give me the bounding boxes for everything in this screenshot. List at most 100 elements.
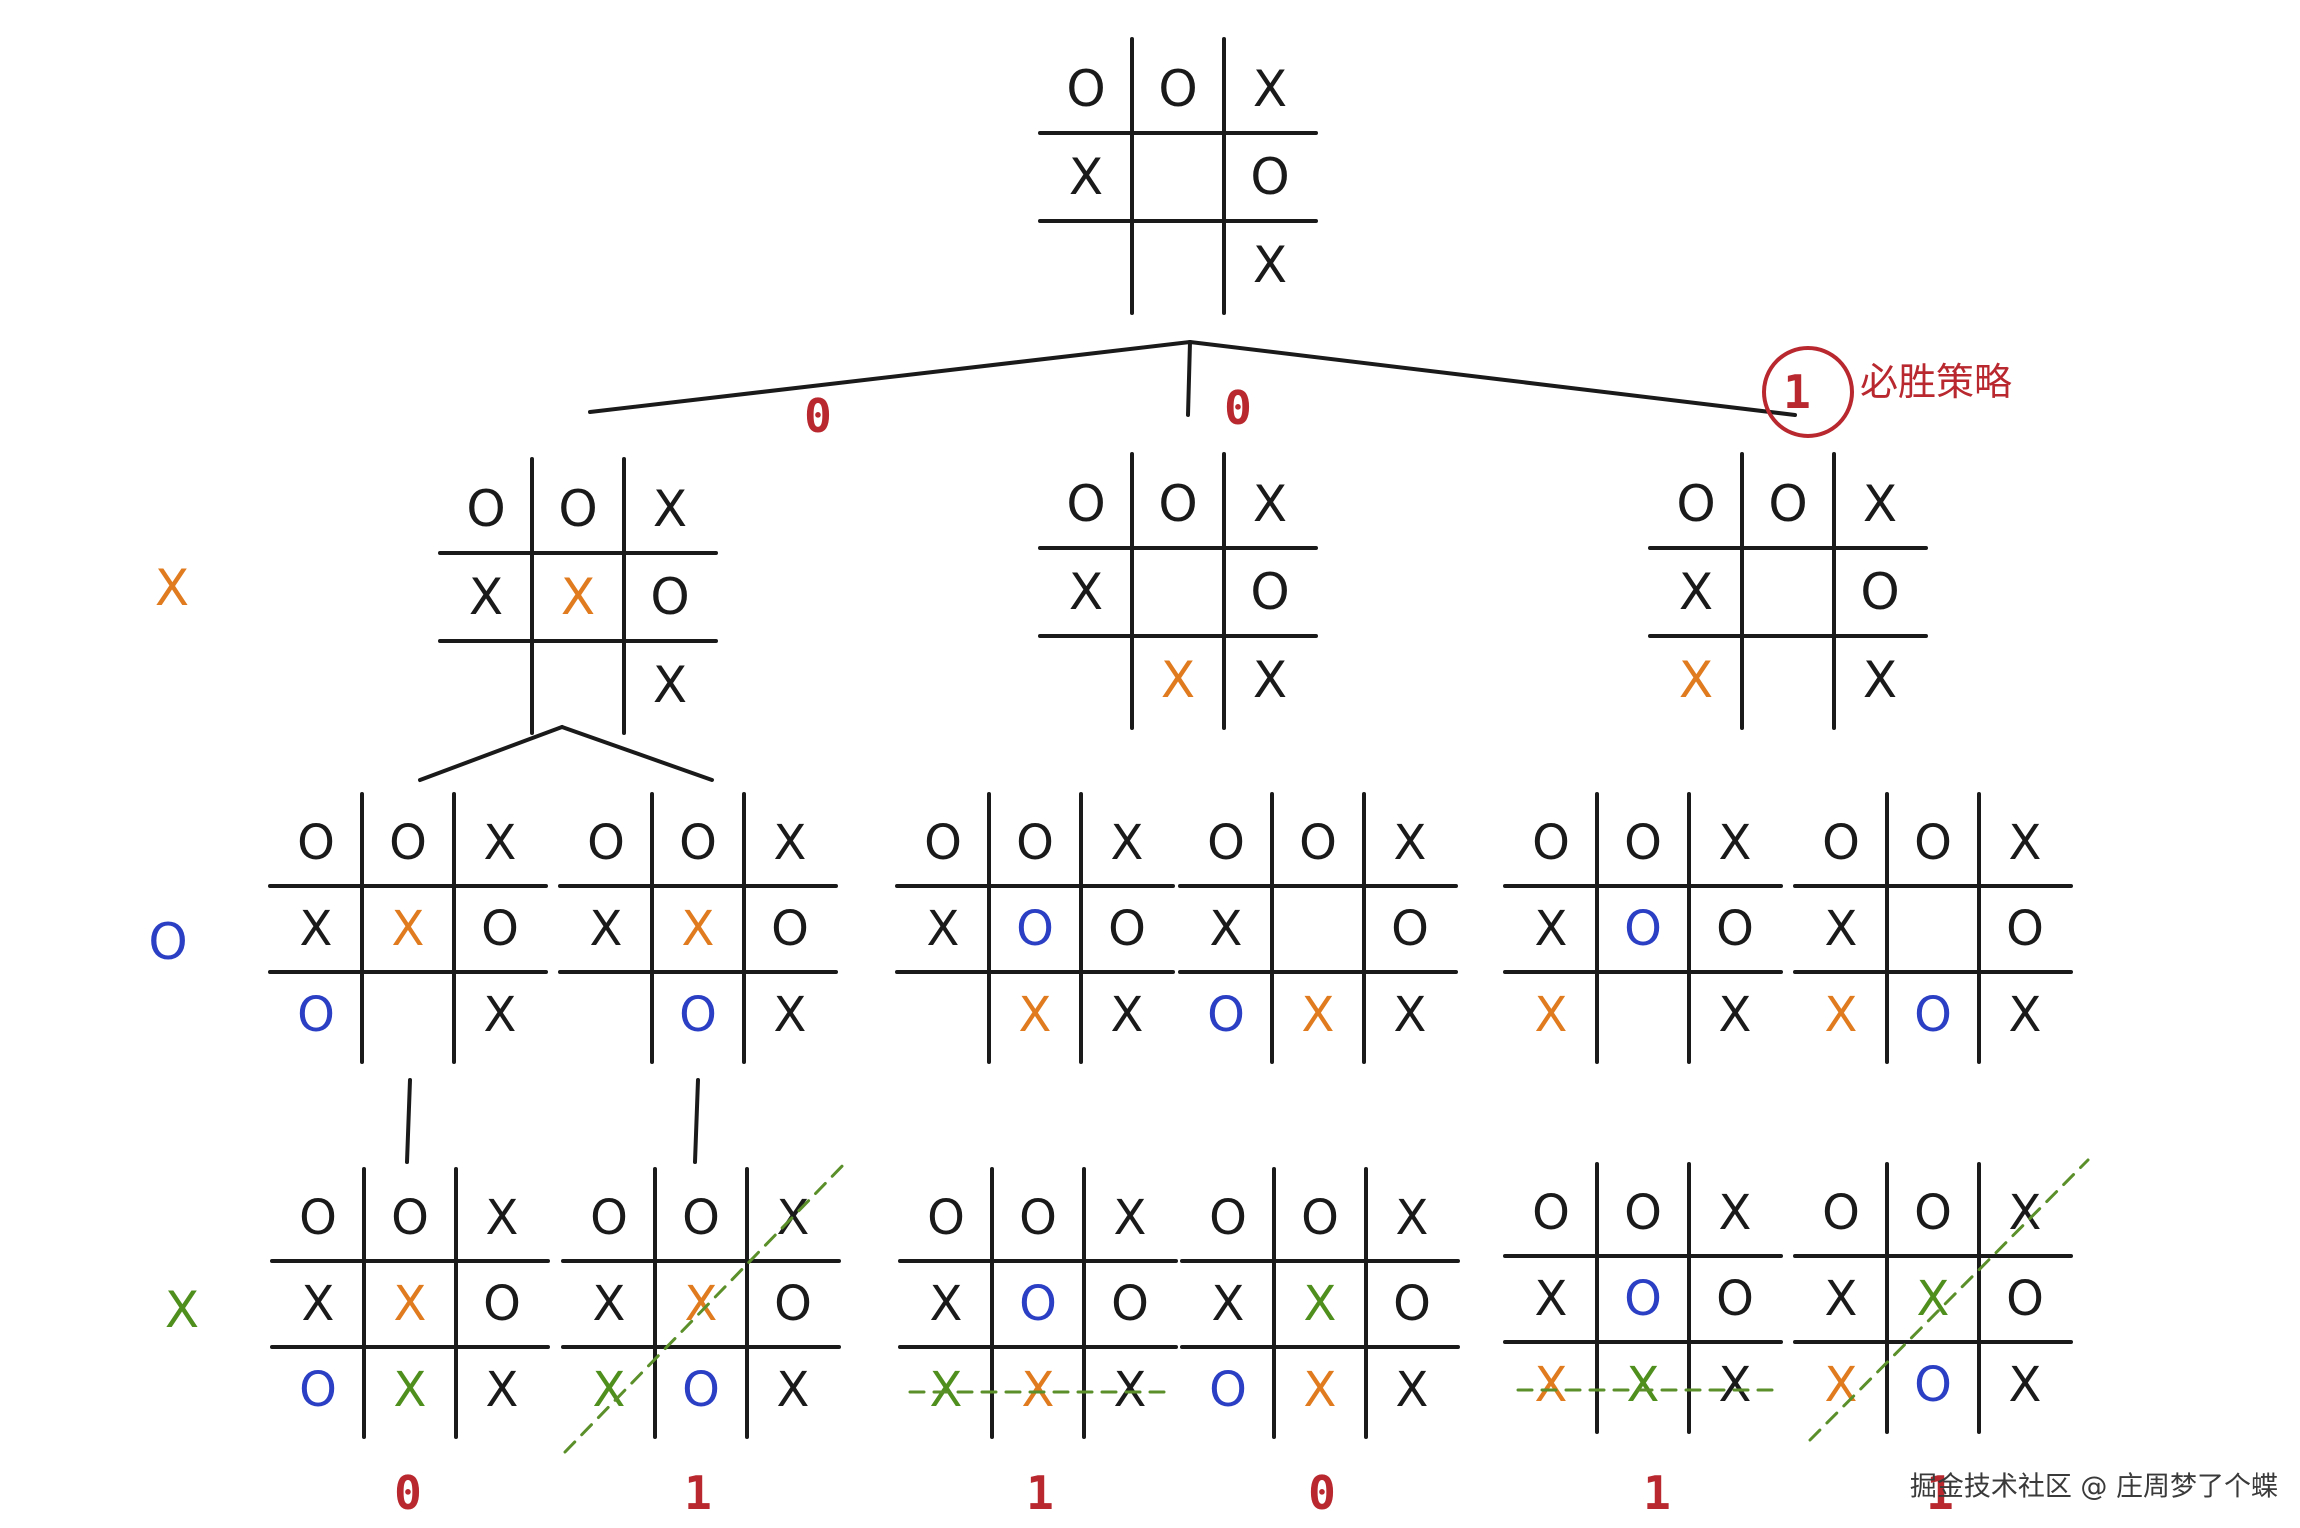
cell-mark: X <box>1825 901 1858 957</box>
cell-mark: O <box>1860 563 1899 621</box>
cell-mark: O <box>1716 901 1754 957</box>
turn-marker: X <box>165 1281 199 1339</box>
cell-mark: X <box>1679 651 1713 709</box>
cell-mark: O <box>297 815 335 871</box>
tree-edges <box>405 340 1797 1164</box>
cell-mark: X <box>484 815 517 871</box>
cell-mark: X <box>1111 815 1144 871</box>
cell-mark: O <box>927 1190 965 1246</box>
cell-mark: X <box>469 568 503 626</box>
cell-mark: O <box>650 568 689 626</box>
cell-mark: X <box>1825 1271 1858 1327</box>
cell-mark: O <box>299 1362 337 1418</box>
cell-mark: X <box>1161 651 1195 709</box>
cell-mark: O <box>1532 815 1570 871</box>
cell-mark: O <box>2006 1271 2044 1327</box>
cell-mark: X <box>1719 815 1752 871</box>
cell-mark: X <box>1212 1276 1245 1332</box>
edge-root-middle <box>1186 340 1192 417</box>
cell-mark: X <box>1304 1276 1337 1332</box>
cell-mark: O <box>1914 815 1952 871</box>
turn-marker: O <box>148 913 187 971</box>
cell-mark: X <box>1114 1190 1147 1246</box>
cell-mark: X <box>1719 1357 1752 1413</box>
cell-mark: O <box>2006 901 2044 957</box>
cell-mark: X <box>1253 236 1287 294</box>
cell-mark: X <box>1069 148 1103 206</box>
cell-mark: O <box>1019 1276 1057 1332</box>
cell-mark: O <box>1250 563 1289 621</box>
cell-mark: O <box>391 1190 429 1246</box>
cell-mark: X <box>1396 1362 1429 1418</box>
cell-mark: X <box>1535 1357 1568 1413</box>
cell-mark: X <box>486 1190 519 1246</box>
cell-mark: O <box>679 815 717 871</box>
edge-l2-to-l3-b <box>693 1078 700 1164</box>
cell-mark: X <box>1394 815 1427 871</box>
cell-mark: X <box>593 1362 626 1418</box>
cell-mark: O <box>590 1190 628 1246</box>
cell-mark: O <box>1108 901 1146 957</box>
cell-mark: X <box>1304 1362 1337 1418</box>
cell-mark: X <box>1679 563 1713 621</box>
cell-mark: X <box>590 901 623 957</box>
cell-mark: O <box>1209 1190 1247 1246</box>
cell-mark: O <box>1158 475 1197 533</box>
winning-score: 1 <box>1783 365 1811 419</box>
cell-mark: X <box>561 568 595 626</box>
cell-mark: O <box>1914 987 1952 1043</box>
win-strike-lines <box>563 1158 2090 1454</box>
cell-mark: O <box>1624 901 1662 957</box>
cell-mark: O <box>389 815 427 871</box>
leaf-score: 1 <box>1026 1466 1054 1520</box>
cell-mark: O <box>1111 1276 1149 1332</box>
cell-mark: O <box>1716 1271 1754 1327</box>
cell-mark: X <box>1535 987 1568 1043</box>
cell-mark: O <box>1301 1190 1339 1246</box>
cell-mark: X <box>1825 987 1858 1043</box>
cell-mark: X <box>927 901 960 957</box>
cell-mark: O <box>1532 1185 1570 1241</box>
cell-mark: X <box>1627 1357 1660 1413</box>
edge-score: 0 <box>1224 381 1252 435</box>
cell-mark: X <box>1535 901 1568 957</box>
edge-l1-left-b <box>560 725 714 782</box>
cell-mark: X <box>2009 815 2042 871</box>
cell-mark: X <box>1535 1271 1568 1327</box>
cell-mark: O <box>1158 60 1197 118</box>
cell-mark: O <box>1016 901 1054 957</box>
cell-mark: X <box>1022 1362 1055 1418</box>
cell-mark: O <box>1209 1362 1247 1418</box>
cell-mark: X <box>930 1362 963 1418</box>
winning-strategy-label: 必胜策略 <box>1860 360 2012 404</box>
cell-mark: O <box>771 901 809 957</box>
cell-mark: O <box>1914 1185 1952 1241</box>
cell-mark: X <box>1394 987 1427 1043</box>
cell-mark: X <box>1863 651 1897 709</box>
cell-mark: O <box>1822 815 1860 871</box>
cell-mark: O <box>297 987 335 1043</box>
cell-mark: X <box>1210 901 1243 957</box>
cell-mark: X <box>2009 987 2042 1043</box>
cell-mark: O <box>1019 1190 1057 1246</box>
cell-mark: O <box>587 815 625 871</box>
leaf-score: 1 <box>684 1466 712 1520</box>
cell-mark: X <box>653 656 687 714</box>
cell-mark: O <box>299 1190 337 1246</box>
cell-mark: X <box>394 1276 427 1332</box>
cell-mark: O <box>1624 1271 1662 1327</box>
cell-mark: X <box>1111 987 1144 1043</box>
cell-mark: X <box>930 1276 963 1332</box>
cell-mark: X <box>1253 651 1287 709</box>
cell-mark: O <box>481 901 519 957</box>
cell-mark: X <box>1253 475 1287 533</box>
